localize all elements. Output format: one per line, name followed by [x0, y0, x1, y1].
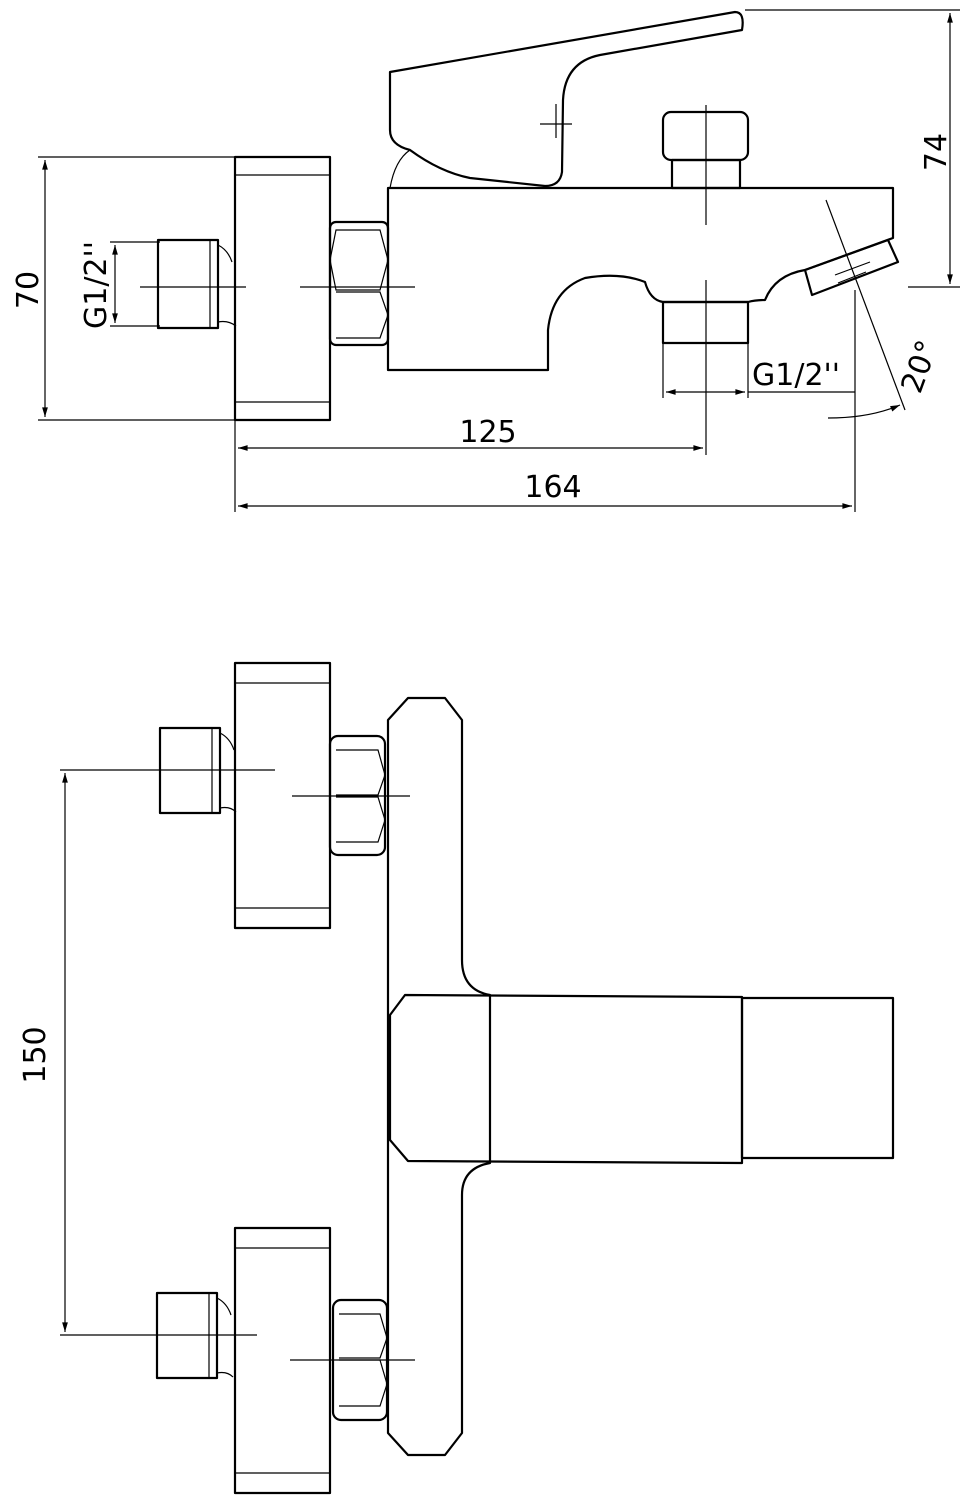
- inlet-spacing-label: 150: [18, 1026, 53, 1083]
- spout-angle-label: 20°: [895, 336, 946, 398]
- dimension-spout-angle: 20°: [827, 290, 946, 512]
- front-cap: [740, 996, 895, 1160]
- front-view: 150: [18, 661, 895, 1495]
- dimension-outlet-distance: 125: [234, 415, 703, 512]
- upper-connector: [60, 726, 275, 815]
- height-label: 70: [11, 271, 46, 309]
- inlet-thread-label: G1/2'': [79, 241, 114, 329]
- dimension-outlet-thread: G1/2'': [662, 343, 855, 398]
- outlet-thread-label: G1/2'': [752, 358, 840, 393]
- front-lever-handle: [388, 993, 744, 1165]
- diverter-knob: [661, 105, 750, 225]
- dimension-total-depth: 164: [238, 470, 852, 509]
- side-view: 70 G1/2'' 74 G1/2'' 20°: [11, 9, 960, 512]
- outlet-distance-label: 125: [459, 415, 516, 450]
- aerator: [803, 199, 906, 411]
- dimension-top-height: 74: [745, 9, 960, 288]
- lever-handle: [388, 10, 744, 188]
- wall-flange: [233, 155, 332, 422]
- mixer-body-plate: [386, 696, 492, 1457]
- upper-hex-nut: [292, 734, 410, 857]
- total-depth-label: 164: [524, 470, 581, 505]
- dimension-inlet-spacing: 150: [18, 773, 68, 1332]
- lower-hex-nut: [290, 1298, 415, 1422]
- eccentric-connector: [156, 238, 237, 330]
- mixer-body: [386, 149, 895, 372]
- bath-outlet: [661, 280, 750, 455]
- dimension-inlet-thread: G1/2'': [79, 241, 160, 329]
- dimension-height: 70: [11, 156, 330, 421]
- top-height-label: 74: [919, 133, 954, 171]
- lower-connector: [60, 1291, 257, 1380]
- hex-nut: [328, 220, 390, 347]
